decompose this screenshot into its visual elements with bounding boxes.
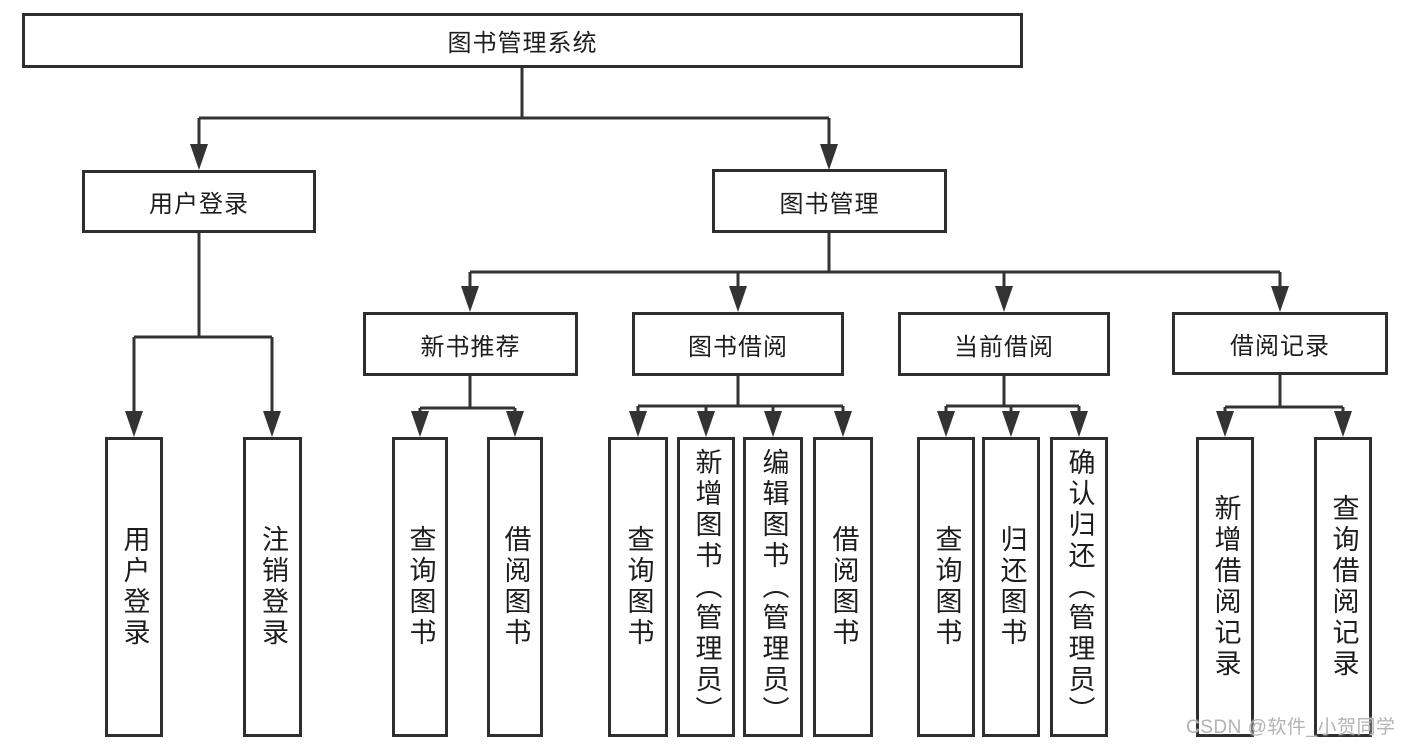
leaf-user-login: 用户登录 bbox=[105, 437, 163, 737]
arrowhead bbox=[1271, 286, 1289, 312]
arrowhead bbox=[1334, 411, 1352, 437]
leaf-label: 新增图书（管理员） bbox=[691, 447, 722, 727]
leaf-current-return-books: 归还图书 bbox=[982, 437, 1040, 737]
node-book-management: 图书管理 bbox=[712, 169, 947, 233]
leaf-label: 新增借阅记录 bbox=[1210, 494, 1241, 680]
leaf-borrow-add-books-admin: 新增图书（管理员） bbox=[677, 437, 735, 737]
arrowhead bbox=[411, 411, 429, 437]
arrowhead bbox=[1070, 411, 1088, 437]
node-label: 图书管理系统 bbox=[447, 30, 598, 57]
node-label: 当前借阅 bbox=[954, 333, 1054, 361]
arrowhead bbox=[629, 411, 647, 437]
leaf-label: 查询图书 bbox=[405, 525, 436, 649]
arrowhead bbox=[995, 286, 1013, 312]
leaf-label: 查询借阅记录 bbox=[1328, 494, 1359, 680]
leaf-label: 借阅图书 bbox=[828, 525, 859, 649]
node-library-management-system: 图书管理系统 bbox=[22, 13, 1023, 68]
csdn-watermark: CSDN @软件_小贺同学 bbox=[1186, 717, 1396, 738]
arrowhead bbox=[697, 411, 715, 437]
node-label: 用户登录 bbox=[149, 191, 249, 218]
arrowhead bbox=[125, 411, 143, 437]
arrowhead bbox=[461, 286, 479, 312]
leaf-label: 确认归还（管理员） bbox=[1064, 447, 1095, 727]
leaf-logout: 注销登录 bbox=[243, 437, 302, 737]
leaf-current-query-books: 查询图书 bbox=[917, 437, 975, 737]
leaf-current-confirm-return-admin: 确认归还（管理员） bbox=[1050, 437, 1108, 737]
leaf-records-query-borrow-record: 查询借阅记录 bbox=[1314, 437, 1372, 737]
node-current-borrow: 当前借阅 bbox=[898, 312, 1110, 376]
arrowhead bbox=[1216, 411, 1234, 437]
leaf-label: 查询图书 bbox=[931, 525, 962, 649]
leaf-label: 查询图书 bbox=[623, 525, 654, 649]
leaf-borrow-edit-books-admin: 编辑图书（管理员） bbox=[743, 437, 803, 737]
node-label: 图书借阅 bbox=[688, 333, 788, 361]
leaf-recommend-query-books: 查询图书 bbox=[392, 437, 448, 737]
arrowhead bbox=[729, 286, 747, 312]
leaf-recommend-borrow-books: 借阅图书 bbox=[487, 437, 543, 737]
leaf-label: 归还图书 bbox=[996, 525, 1027, 649]
arrowhead bbox=[764, 411, 782, 437]
leaf-borrow-borrow-books: 借阅图书 bbox=[813, 437, 873, 737]
leaf-label: 借阅图书 bbox=[500, 525, 531, 649]
arrowhead bbox=[263, 411, 281, 437]
node-new-book-recommend: 新书推荐 bbox=[363, 312, 578, 376]
arrowhead bbox=[506, 411, 524, 437]
arrowhead bbox=[820, 144, 838, 170]
leaf-borrow-query-books: 查询图书 bbox=[608, 437, 668, 737]
arrowheads bbox=[125, 144, 1352, 437]
node-label: 图书管理 bbox=[779, 190, 880, 218]
arrowhead bbox=[937, 411, 955, 437]
leaf-label: 用户登录 bbox=[119, 525, 150, 649]
leaf-records-add-borrow-record: 新增借阅记录 bbox=[1196, 437, 1254, 737]
leaf-label: 编辑图书（管理员） bbox=[758, 447, 789, 727]
node-label: 借阅记录 bbox=[1230, 333, 1330, 360]
node-book-borrow: 图书借阅 bbox=[632, 312, 844, 376]
arrowhead bbox=[1002, 411, 1020, 437]
node-borrow-records: 借阅记录 bbox=[1172, 312, 1388, 375]
arrowhead bbox=[190, 144, 208, 170]
node-user-login: 用户登录 bbox=[82, 170, 316, 233]
leaf-label: 注销登录 bbox=[258, 525, 288, 649]
arrowhead bbox=[834, 411, 852, 437]
node-label: 新书推荐 bbox=[420, 333, 521, 361]
